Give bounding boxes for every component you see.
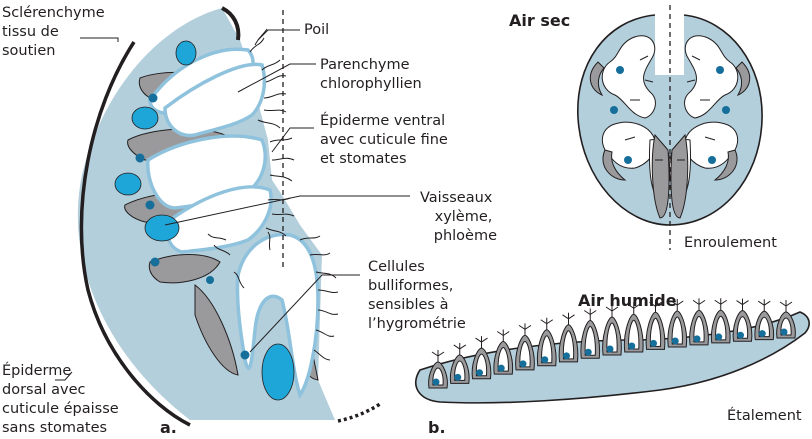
title-air-humide: Air humide: [578, 291, 677, 310]
label-vaisseaux: Vaisseaux xylème, phloème: [420, 190, 497, 244]
label-epiderme-ventral: Épiderme ventral avec cuticule fine et s…: [320, 112, 452, 167]
flat-bulliform-dot: [454, 374, 461, 381]
flat-hair: [758, 299, 770, 311]
flat-hair: [737, 299, 749, 311]
flat-hair: [476, 336, 488, 348]
label-cellules-bulliformes: Cellules bulliformes, sensibles à l’hygr…: [368, 259, 466, 332]
label-sclerenchyme: Sclérenchyme tissu de soutien: [2, 5, 109, 59]
flat-bulliform-dot: [737, 332, 744, 339]
flat-hair: [780, 300, 792, 312]
flat-bulliform-dot: [433, 379, 440, 386]
dorsal-epidermis-dotted: [338, 404, 380, 421]
flat-bulliform-dot: [715, 333, 722, 340]
flat-hair: [563, 313, 575, 325]
label-epiderme-dorsal: Épiderme dorsal avec cuticule épaisse sa…: [2, 362, 123, 436]
flat-hair: [584, 309, 596, 321]
flat-hair: [541, 318, 553, 330]
flat-bulliform-dot: [672, 337, 679, 344]
flat-hair: [497, 330, 509, 342]
flat-bulliform-dot: [585, 349, 592, 356]
flat-bulliform-dot: [498, 365, 505, 372]
panel-a-letter: a.: [160, 418, 177, 437]
caption-etalement: Étalement: [727, 407, 802, 424]
panel-b-dry-leaf: Air sec En: [509, 5, 777, 251]
flat-hair: [454, 343, 466, 355]
flat-hair: [715, 298, 727, 310]
label-parenchyme: Parenchyme chlorophyllien: [320, 57, 422, 92]
flat-bulliform-dot: [476, 369, 483, 376]
flat-bulliform-dot: [781, 329, 788, 336]
flat-bulliform-dot: [607, 346, 614, 353]
flat-bulliform-dot: [759, 330, 766, 337]
title-air-sec: Air sec: [509, 11, 570, 30]
panel-b-humid-leaf: Air humide Étalement b.: [416, 291, 809, 437]
panel-b-letter: b.: [428, 418, 446, 437]
flat-bulliform-dot: [563, 352, 570, 359]
flat-bulliform-dot: [520, 360, 527, 367]
flat-hair: [519, 323, 531, 335]
flat-bulliform-dot: [628, 343, 635, 350]
flat-hair: [432, 350, 444, 362]
flat-bulliform-dot: [694, 335, 701, 342]
label-poil: Poil: [304, 22, 329, 38]
caption-enroulement: Enroulement: [684, 235, 777, 251]
flat-bulliform-dot: [541, 356, 548, 363]
flat-hair: [693, 298, 705, 310]
flat-bulliform-dot: [650, 340, 657, 347]
